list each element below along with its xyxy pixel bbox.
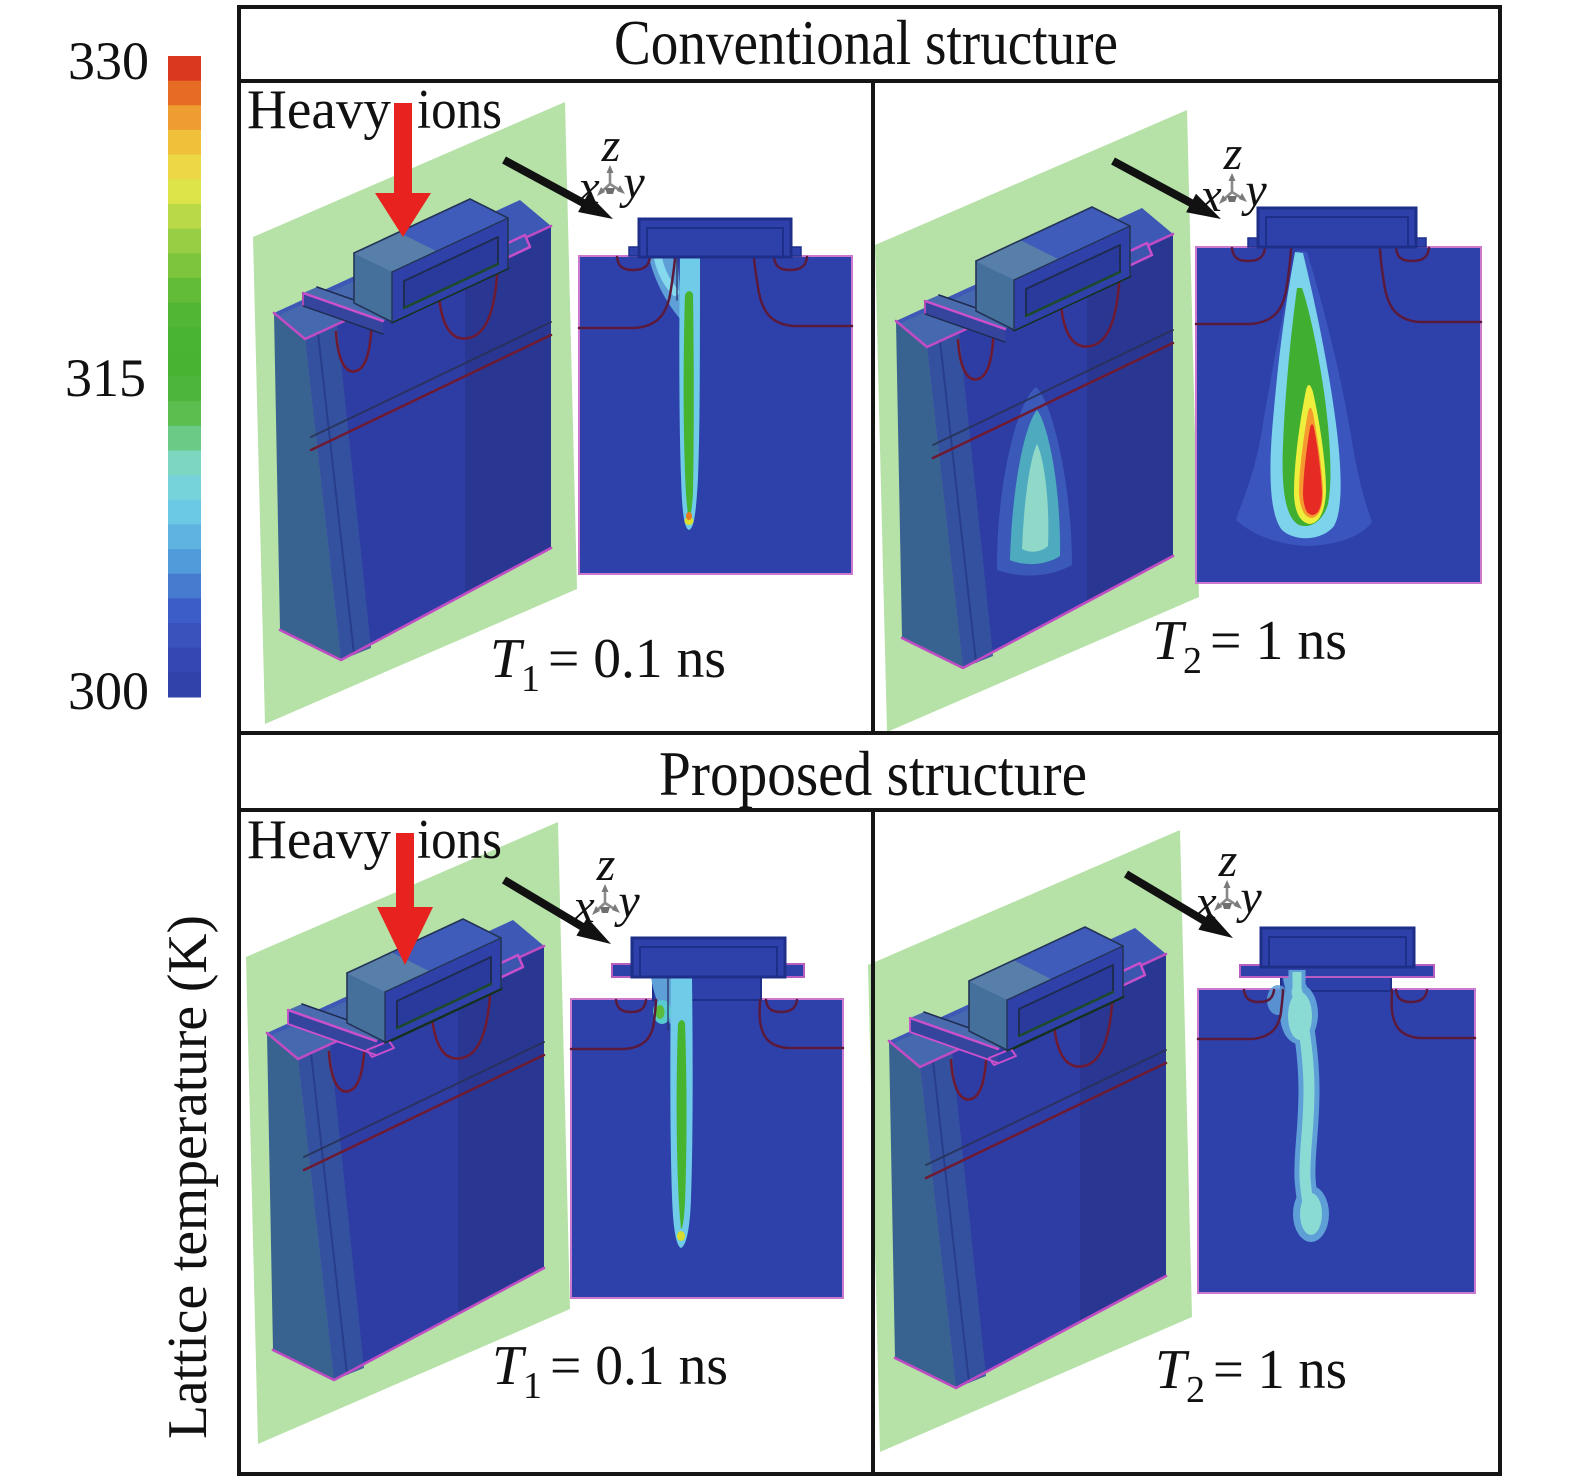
svg-text:= 1 ns: = 1 ns: [1210, 610, 1347, 672]
svg-text:T: T: [492, 1335, 527, 1397]
svg-text:Heavy: Heavy: [247, 79, 391, 141]
svg-text:1: 1: [523, 1365, 542, 1407]
svg-text:z: z: [601, 119, 621, 172]
svg-text:x: x: [577, 161, 599, 214]
svg-text:T: T: [1155, 1339, 1190, 1401]
svg-text:Heavy: Heavy: [247, 809, 391, 871]
svg-text:z: z: [1218, 834, 1238, 887]
svg-text:x: x: [1199, 169, 1221, 222]
svg-text:Conventional structure: Conventional structure: [614, 7, 1118, 78]
svg-text:= 0.1 ns: = 0.1 ns: [548, 628, 726, 690]
svg-text:z: z: [1223, 127, 1243, 180]
svg-text:300: 300: [68, 661, 149, 721]
svg-text:y: y: [1240, 164, 1267, 217]
svg-text:z: z: [596, 838, 616, 891]
svg-text:ions: ions: [417, 809, 502, 871]
svg-text:x: x: [572, 880, 594, 933]
svg-text:315: 315: [65, 348, 146, 408]
svg-text:2: 2: [1183, 640, 1202, 682]
svg-text:1: 1: [521, 658, 540, 700]
svg-text:= 0.1 ns: = 0.1 ns: [550, 1335, 728, 1397]
svg-text:330: 330: [68, 31, 149, 91]
svg-text:T: T: [490, 628, 525, 690]
svg-text:y: y: [613, 875, 640, 928]
svg-text:x: x: [1194, 876, 1216, 929]
svg-text:y: y: [618, 156, 645, 209]
svg-text:Lattice temperature (K): Lattice temperature (K): [157, 915, 219, 1439]
svg-text:T: T: [1152, 610, 1187, 672]
svg-text:ions: ions: [417, 79, 502, 141]
svg-text:y: y: [1235, 871, 1262, 924]
svg-text:2: 2: [1186, 1369, 1205, 1411]
svg-text:Proposed structure: Proposed structure: [659, 738, 1087, 809]
svg-text:= 1 ns: = 1 ns: [1213, 1339, 1347, 1401]
